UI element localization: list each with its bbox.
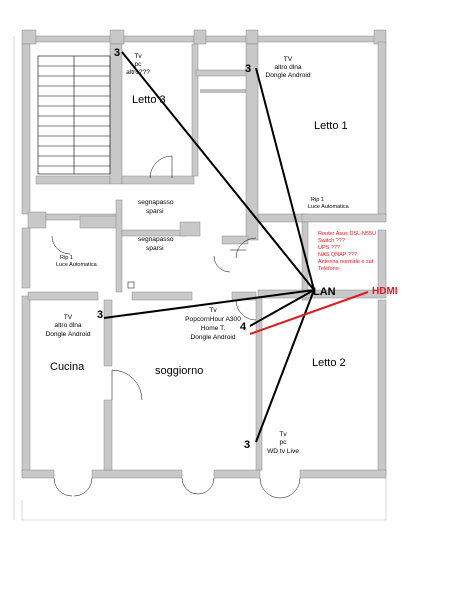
router-item-4: Antenna normale e sat [318, 259, 374, 265]
rip-left-line2: Luce Automatica [56, 262, 98, 268]
device-soggiorno-1: PopcornHour A300 [185, 316, 241, 323]
device-cucina-0: TV [64, 314, 73, 321]
router-item-1: Switch ??? [318, 238, 345, 244]
corridor-upper-line2: sparsi [146, 208, 164, 215]
walls [21, 29, 387, 479]
device-letto3-1: pc [135, 61, 143, 68]
device-soggiorno-3: Dongle Android [190, 334, 235, 341]
rip-right-line1: Rip 1 [311, 197, 324, 203]
count-letto2: 3 [244, 439, 250, 451]
device-letto1-0: TV [284, 56, 293, 63]
door-swings [51, 89, 301, 499]
device-cucina-2: Dongle Android [45, 331, 90, 338]
hdmi-cable [249, 291, 369, 335]
device-letto2-0: Tv [279, 431, 287, 438]
room-letto1: Letto 1 [314, 120, 348, 132]
cable-cucina [103, 289, 315, 319]
count-letto1: 3 [245, 63, 251, 75]
staircase [37, 55, 111, 175]
devices-letto3: Tv pc altro??? [126, 53, 150, 76]
device-letto1-1: altro dlna [274, 64, 301, 71]
device-letto2-1: pc [280, 439, 288, 446]
lan-label: LAN [313, 286, 336, 298]
router-box: Router Asus DSL-N55U Switch ??? UPS ??? … [318, 231, 376, 272]
router-item-0: Router Asus DSL-N55U [318, 231, 376, 237]
count-letto3: 3 [114, 47, 120, 59]
cable-letto1 [255, 67, 315, 291]
network-cables [103, 51, 315, 443]
corridor-lower-line1: segnapasso [138, 236, 174, 243]
rip-right-line2: Luce Automatica [308, 204, 350, 210]
devices-letto1: TV altro dlna Dongle Android [265, 56, 310, 79]
balcony-lines [13, 36, 387, 521]
cable-letto3 [121, 51, 315, 291]
devices-letto2: Tv pc WD tv Live [267, 431, 299, 455]
device-soggiorno-2: Home T. [201, 325, 226, 332]
count-soggiorno: 4 [240, 321, 247, 333]
hdmi-label: HDMI [372, 286, 398, 297]
device-letto2-2: WD tv Live [267, 448, 299, 455]
devices-soggiorno: Tv PopcornHour A300 Home T. Dongle Andro… [185, 307, 241, 341]
cable-letto2 [255, 289, 315, 443]
room-letto2: Letto 2 [312, 357, 346, 369]
device-letto3-0: Tv [134, 53, 142, 60]
room-soggiorno: soggiorno [155, 365, 203, 377]
device-letto3-2: altro??? [126, 69, 150, 76]
router-item-3: NAS QNAP ??? [318, 252, 357, 258]
room-cucina: Cucina [50, 361, 85, 373]
device-letto1-2: Dongle Android [265, 72, 310, 79]
corridor-lower-line2: sparsi [146, 245, 164, 252]
devices-cucina: TV altro dlna Dongle Android [45, 314, 90, 338]
cable-soggiorno [249, 289, 315, 327]
device-cucina-1: altro dlna [54, 322, 81, 329]
device-soggiorno-0: Tv [209, 307, 217, 314]
corridor-upper-line1: segnapasso [138, 199, 174, 206]
router-item-2: UPS ??? [318, 245, 340, 251]
room-letto3: Letto 3 [132, 94, 166, 106]
router-item-5: Telefono [318, 266, 339, 272]
rip-left-line1: Rip 1 [60, 255, 73, 261]
count-cucina: 3 [97, 309, 103, 321]
